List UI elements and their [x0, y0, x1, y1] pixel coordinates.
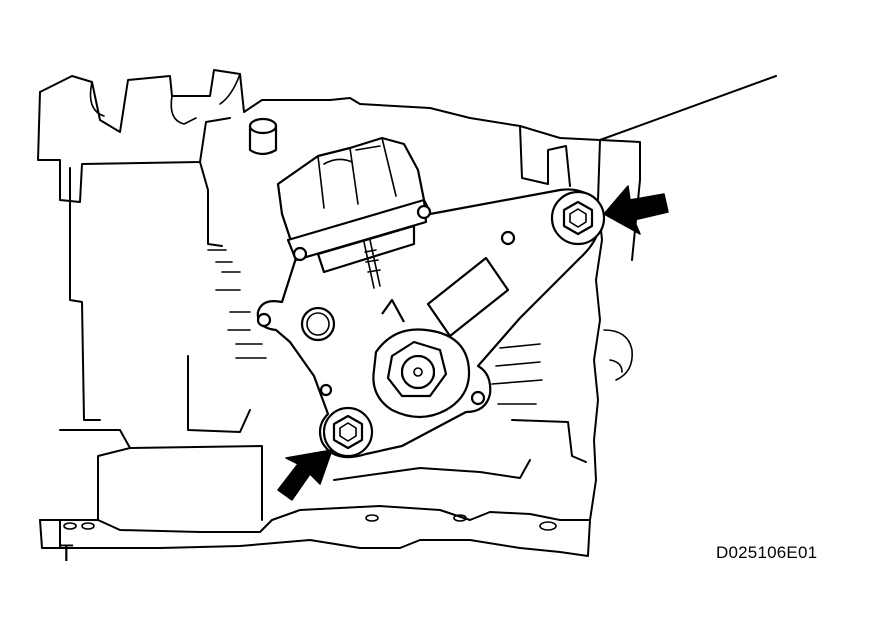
bolt-arrow-right-icon	[603, 185, 669, 235]
neutral-start-switch	[256, 136, 606, 459]
bolt-arrow-lower-icon	[277, 449, 333, 501]
figure-code: D025106E01	[716, 543, 818, 562]
view-letter: T	[59, 540, 74, 567]
